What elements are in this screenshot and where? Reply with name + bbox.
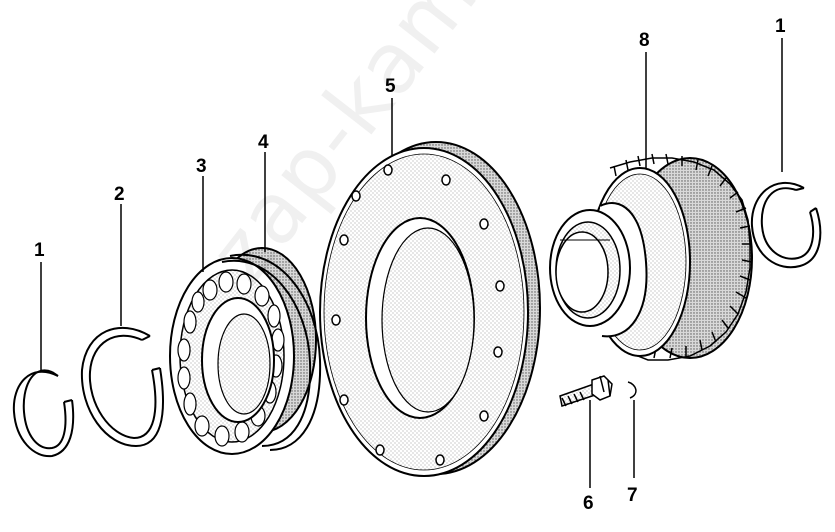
flange-bolt-holes xyxy=(331,164,505,466)
callout-1-left: 1 xyxy=(34,240,45,261)
lock-washer xyxy=(627,381,637,399)
callout-1-right: 1 xyxy=(775,16,786,37)
snap-ring-right xyxy=(750,181,822,269)
callout-8: 8 xyxy=(639,30,650,51)
roller-bearing xyxy=(169,247,317,455)
flange-plate xyxy=(319,141,541,477)
callout-4: 4 xyxy=(258,132,269,153)
spur-gear xyxy=(549,153,753,361)
retaining-ring xyxy=(80,326,164,448)
leader-lines xyxy=(40,38,783,488)
callout-6: 6 xyxy=(583,493,594,514)
callout-2: 2 xyxy=(114,184,125,205)
callout-7: 7 xyxy=(627,485,638,506)
snap-ring-left xyxy=(12,369,75,458)
flange-bolt xyxy=(559,375,613,407)
callout-3: 3 xyxy=(196,156,207,177)
callout-5: 5 xyxy=(385,76,396,97)
bearing-cup xyxy=(221,253,322,451)
gear-teeth xyxy=(609,153,753,361)
